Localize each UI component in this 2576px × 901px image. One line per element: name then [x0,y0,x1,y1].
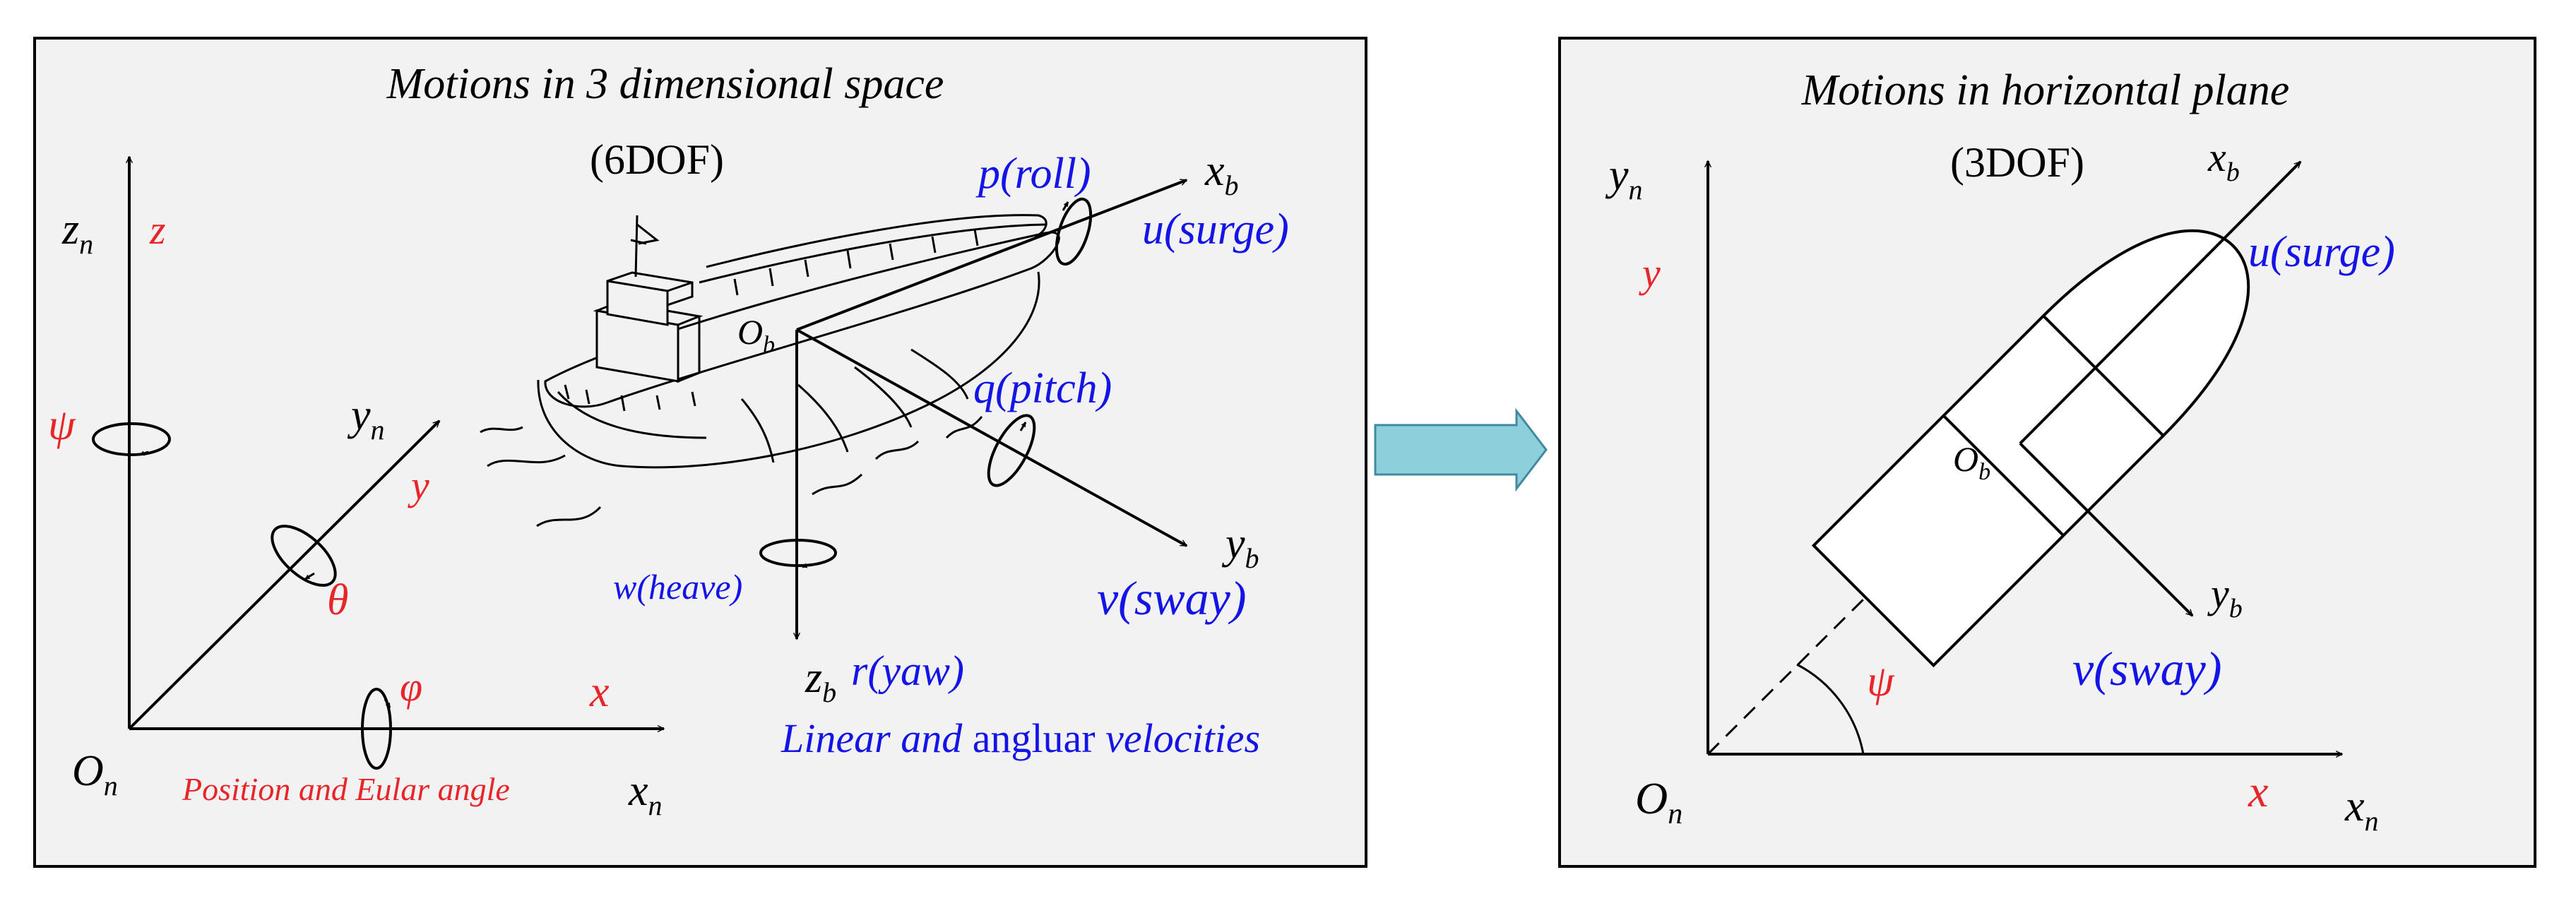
right-yb-label: yb [2207,571,2243,623]
yaw-label: r(yaw) [851,648,964,694]
on-label: On [72,747,118,801]
right-xn-label: xn [2344,782,2379,837]
left-subtitle: (6DOF) [590,136,724,183]
ob-label: Ob [737,312,775,358]
right-y-label: y [1639,250,1661,296]
x-label: x [589,668,610,716]
right-subtitle: (3DOF) [1950,139,2084,186]
right-sway-label: v(sway) [2072,642,2221,696]
right-yb-axis [2019,442,2194,617]
psi-rotation-icon [92,422,171,456]
transition-arrow [1374,407,1548,492]
right-ob-label: Ob [1953,439,1990,485]
yb-axis [796,328,1187,547]
right-x-label: x [2248,766,2268,816]
phi-label: φ [400,664,422,710]
boat-outline [1811,229,2250,668]
pitch-rotation-icon [987,414,1036,487]
position-caption: Position and Eular angle [182,771,510,807]
xn-label: xn [628,767,663,821]
right-surge-label: u(surge) [2248,228,2395,276]
yb-label: yb [1221,520,1259,574]
right-yn-label: yn [1605,151,1643,205]
zn-label: zn [61,205,93,260]
velocities-caption: Linear and angluar velocities [780,715,1260,761]
right-psi-label: ψ [1867,657,1895,705]
roll-rotation-icon [1055,197,1093,266]
yaw-rotation-icon [759,539,837,568]
surge-label: u(surge) [1142,205,1289,253]
xb-axis [796,179,1187,331]
z-label: z [149,207,166,253]
right-panel: Motions in horizontal plane (3DOF) yn y … [1558,37,2536,868]
left-panel: Motions in 3 dimensional space (6DOF) [33,37,1367,868]
psi-label: ψ [48,401,76,449]
phi-rotation-icon [361,688,392,770]
theta-rotation-icon [271,525,337,587]
yn-axis [128,419,441,730]
sway-label: v(sway) [1097,571,1246,625]
psi-arc [1796,663,1865,755]
xb-label: xb [1204,147,1239,201]
right-xb-label: xb [2207,134,2240,187]
zb-label: zb [805,654,836,708]
right-title: Motions in horizontal plane [1801,66,2290,114]
y-label: y [408,463,429,508]
theta-label: θ [327,576,348,624]
right-on-label: On [1635,773,1682,830]
right-xb-axis [2019,160,2302,445]
pitch-label: q(pitch) [973,364,1112,412]
roll-label: p(roll) [975,150,1091,198]
heave-label: w(heave) [613,567,742,607]
ship-sketch [480,214,1060,527]
left-title: Motions in 3 dimensional space [386,60,944,108]
yn-label: yn [347,391,385,446]
